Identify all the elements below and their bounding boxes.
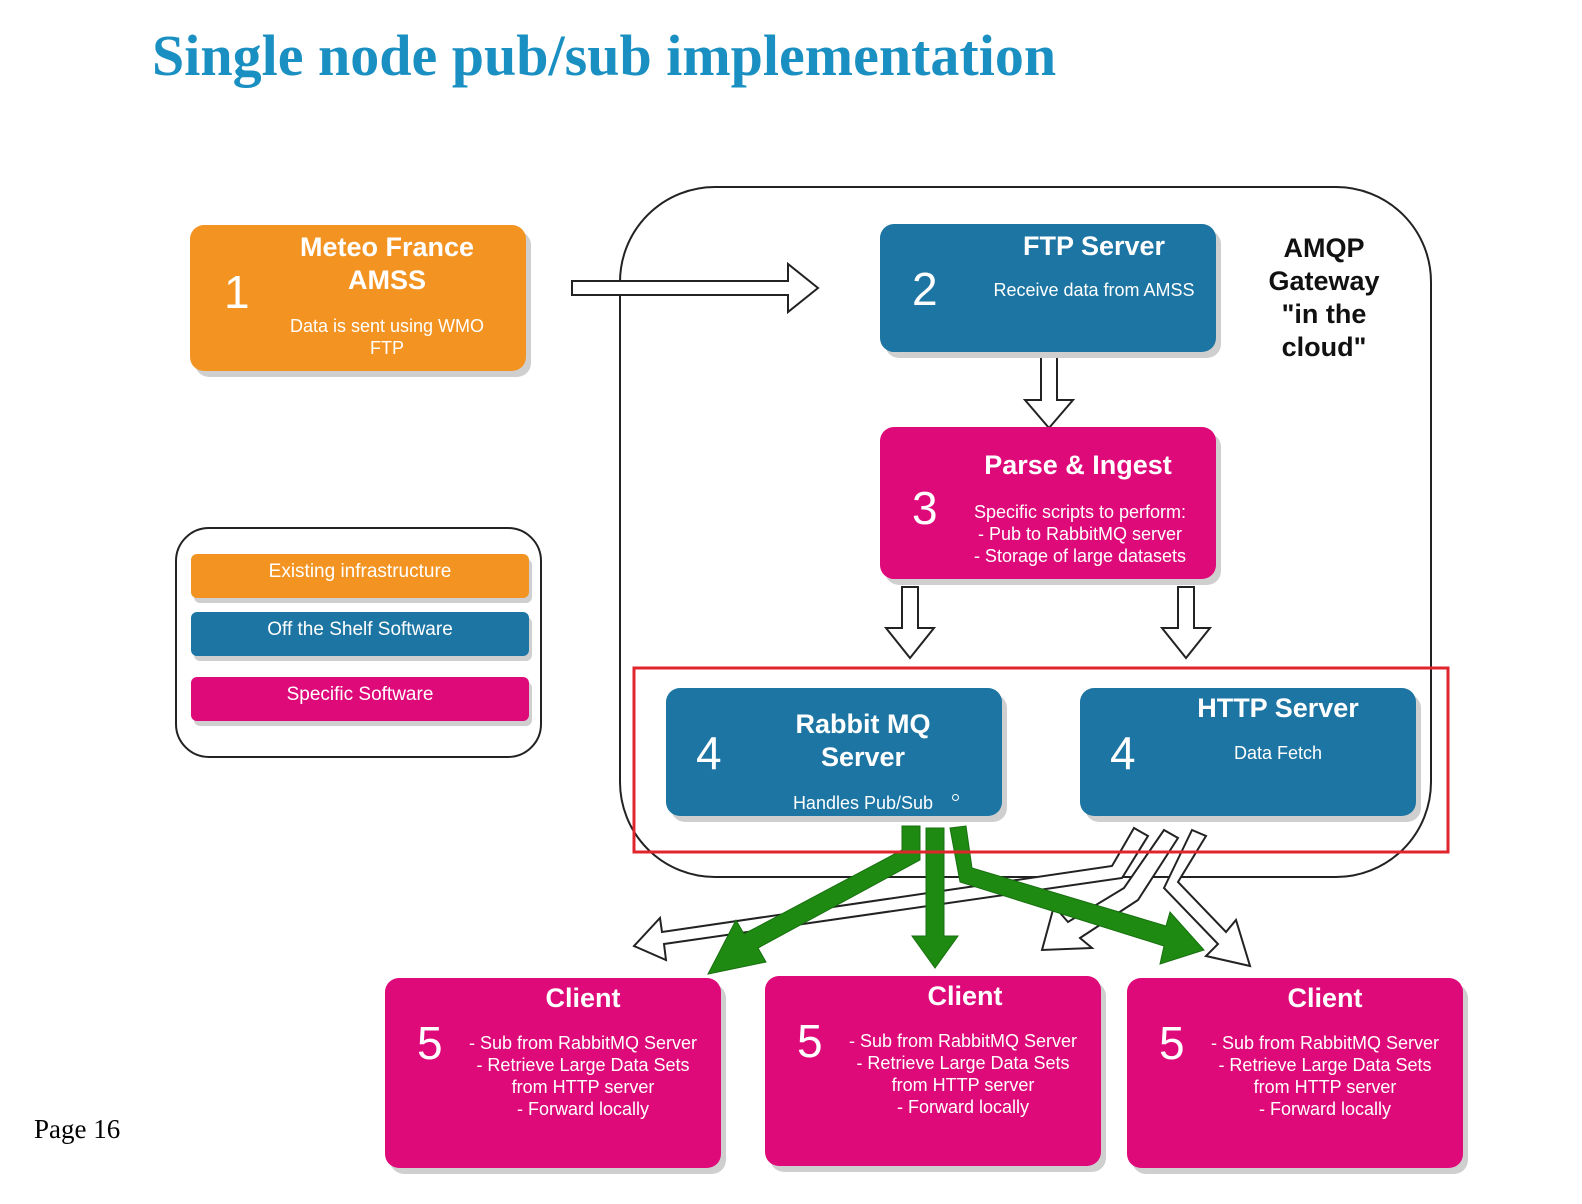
node-number: 4 bbox=[696, 727, 722, 779]
node-title: Client bbox=[545, 983, 621, 1013]
node-client-1: 5 Client - Sub from RabbitMQ Server - Re… bbox=[385, 978, 721, 1168]
node-number: 4 bbox=[1110, 727, 1136, 779]
arrow-parse-to-http bbox=[1159, 586, 1213, 660]
sub-arrow-client-1 bbox=[707, 825, 921, 975]
arrow-parse-to-rabbit bbox=[883, 586, 937, 660]
sub-arrow-client-3 bbox=[949, 825, 1205, 965]
node-description: - Sub from RabbitMQ Server - Retrieve La… bbox=[468, 1033, 698, 1119]
node-description: - Sub from RabbitMQ Server - Retrieve La… bbox=[848, 1031, 1078, 1117]
legend-item-existing: Existing infrastructure bbox=[191, 554, 529, 598]
small-circle-icon bbox=[952, 794, 959, 801]
legend-item-specific: Specific Software bbox=[191, 677, 529, 721]
page-number: Page 16 bbox=[34, 1114, 121, 1144]
legend: Existing infrastructure Off the Shelf So… bbox=[175, 527, 542, 758]
node-title: Rabbit MQ Server bbox=[795, 709, 931, 772]
node-description: Handles Pub/Sub bbox=[792, 793, 934, 813]
node-number: 1 bbox=[224, 266, 250, 318]
node-title: FTP Server bbox=[1022, 231, 1166, 261]
node-number: 3 bbox=[912, 482, 938, 534]
node-description: Receive data from AMSS bbox=[993, 280, 1195, 300]
node-client-3: 5 Client - Sub from RabbitMQ Server - Re… bbox=[1127, 978, 1463, 1168]
node-parse-ingest: 3 Parse & Ingest Specific scripts to per… bbox=[880, 427, 1216, 579]
node-number: 5 bbox=[1159, 1017, 1185, 1069]
arrow-amss-to-ftp bbox=[571, 261, 820, 315]
node-number: 5 bbox=[797, 1015, 823, 1067]
node-title: Meteo France AMSS bbox=[299, 232, 475, 295]
gateway-label: AMQP Gateway "in the cloud" bbox=[1268, 233, 1380, 362]
node-description: Data is sent using WMO FTP bbox=[289, 316, 485, 358]
gateway-boundary bbox=[619, 186, 1432, 878]
node-description: Data Fetch bbox=[1233, 743, 1323, 763]
node-number: 5 bbox=[417, 1017, 443, 1069]
sub-arrow-client-2 bbox=[911, 827, 959, 969]
node-title: HTTP Server bbox=[1197, 693, 1359, 723]
highlight-rectangle bbox=[632, 666, 1450, 854]
node-http-server: 4 HTTP Server Data Fetch bbox=[1080, 688, 1416, 816]
arrow-http-to-client-3 bbox=[1162, 828, 1252, 968]
node-rabbitmq-server: 4 Rabbit MQ Server Handles Pub/Sub bbox=[666, 688, 1002, 816]
legend-item-off-the-shelf: Off the Shelf Software bbox=[191, 612, 529, 656]
node-description: Specific scripts to perform: - Pub to Ra… bbox=[973, 502, 1187, 566]
node-meteo-france: 1 Meteo France AMSS Data is sent using W… bbox=[190, 225, 526, 371]
node-description: - Sub from RabbitMQ Server - Retrieve La… bbox=[1210, 1033, 1440, 1119]
node-title: Client bbox=[1287, 983, 1363, 1013]
page-title: Single node pub/sub implementation bbox=[152, 23, 1057, 88]
node-title: Parse & Ingest bbox=[984, 450, 1172, 480]
arrow-ftp-to-parse bbox=[1022, 356, 1076, 430]
node-ftp-server: 2 FTP Server Receive data from AMSS bbox=[880, 224, 1216, 352]
node-number: 2 bbox=[912, 263, 938, 315]
node-title: Client bbox=[927, 981, 1003, 1011]
node-client-2: 5 Client - Sub from RabbitMQ Server - Re… bbox=[765, 976, 1101, 1166]
